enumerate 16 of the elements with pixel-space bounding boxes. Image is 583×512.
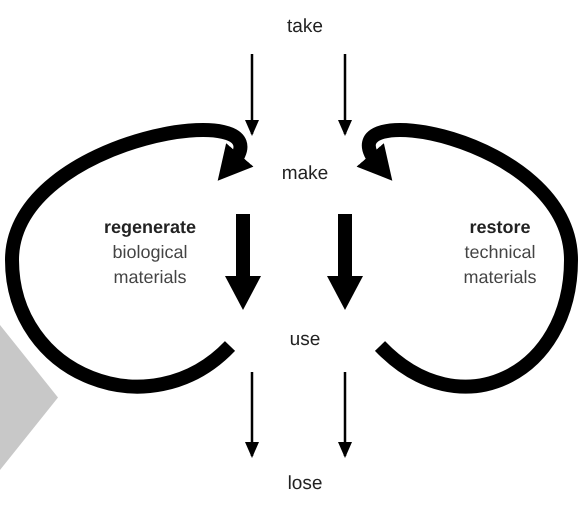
thick-arrow	[327, 214, 363, 310]
arrow	[338, 372, 352, 458]
thick-arrow	[5, 123, 254, 394]
stage-label: make	[282, 162, 328, 186]
stage-label: lose	[288, 472, 322, 496]
arrow	[338, 54, 352, 136]
loop-title: restore	[468, 216, 532, 239]
thick-arrow	[356, 123, 578, 394]
stage-label: take	[287, 15, 323, 39]
arrow	[245, 54, 259, 136]
stage-label: use	[290, 328, 320, 352]
loop-description: biological materials	[111, 241, 189, 289]
arrow	[245, 372, 259, 458]
chevron-shape	[0, 325, 58, 470]
loop-description: technical materials	[462, 241, 538, 289]
loop-title: regenerate	[102, 216, 198, 239]
